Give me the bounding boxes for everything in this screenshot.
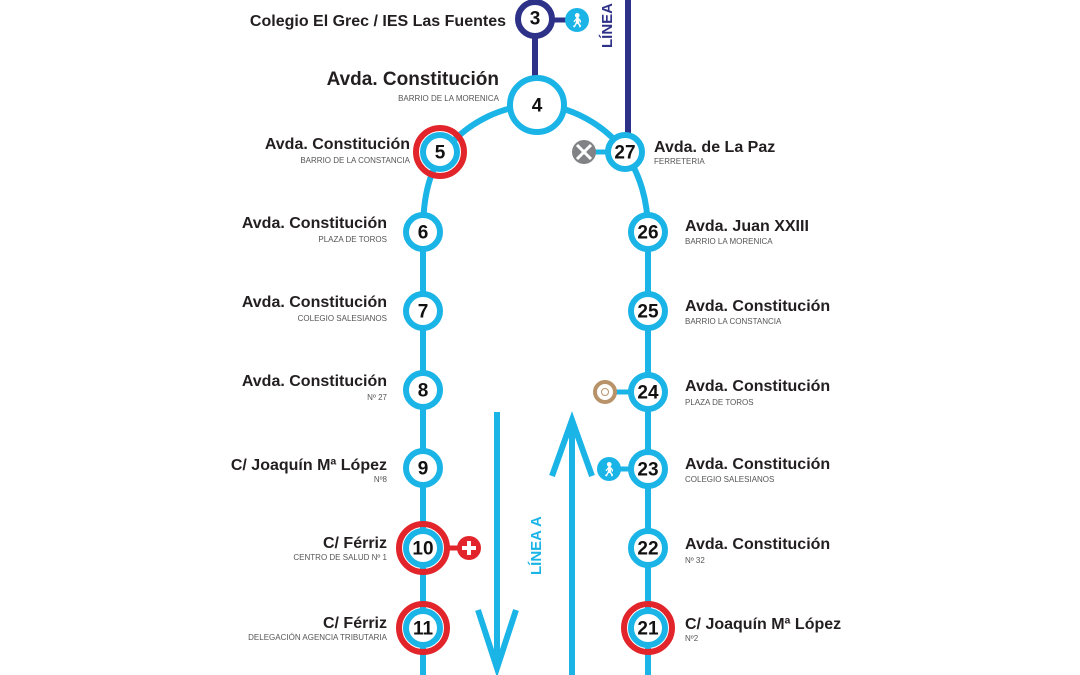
stop-sub: CENTRO DE SALUD Nº 1	[293, 553, 387, 562]
stop-name: Colegio El Grec / IES Las Fuentes	[250, 13, 506, 30]
stop-number: 25	[637, 302, 659, 323]
stop-7[interactable]: 7 Avda. Constitución COLEGIO SALESIANOS	[242, 291, 443, 331]
stop-name: C/ Joaquín Mª López	[685, 616, 841, 633]
stop-9[interactable]: 9 C/ Joaquín Mª López Nº8	[231, 448, 443, 488]
stop-sub: COLEGIO SALESIANOS	[298, 314, 387, 323]
stop-name: Avda. Constitución	[685, 378, 830, 395]
stop-11[interactable]: 11 C/ Férriz DELEGACIÓN AGENCIA TRIBUTAR…	[248, 601, 450, 655]
svg-text:🚶︎: 🚶︎	[600, 461, 618, 477]
stop-name: Avda. Constitución	[265, 136, 410, 153]
stop-sub: FERRETERIA	[654, 157, 705, 166]
stop-sub: PLAZA DE TOROS	[685, 398, 754, 407]
stop-number: 8	[418, 381, 429, 402]
stop-number: 21	[637, 619, 659, 640]
stop-24[interactable]: 24 Avda. Constitución PLAZA DE TOROS	[628, 372, 830, 412]
stop-5[interactable]: 5 Avda. Constitución BARRIO DE LA CONSTA…	[265, 125, 467, 179]
stop-sub: DELEGACIÓN AGENCIA TRIBUTARIA	[248, 633, 388, 642]
stop-4[interactable]: 4 Avda. Constitución BARRIO DE LA MORENI…	[327, 69, 567, 135]
stop-sub: Nº 32	[685, 556, 705, 565]
stop-name: Avda. Juan XXIII	[685, 218, 809, 235]
stop-6[interactable]: 6 Avda. Constitución PLAZA DE TOROS	[242, 212, 443, 252]
svg-text:🚶︎: 🚶︎	[568, 12, 586, 28]
stop-number: 6	[418, 223, 429, 244]
stop-number: 27	[614, 143, 635, 164]
stop-name: C/ Férriz	[323, 615, 387, 632]
health-center-icon	[457, 536, 481, 560]
line-a-label: LÍNEA A	[528, 516, 545, 575]
stop-name: Avda. de La Paz	[654, 139, 775, 156]
stop-8[interactable]: 8 Avda. Constitución Nº 27	[242, 370, 443, 410]
stop-name: Avda. Constitución	[685, 536, 830, 553]
stop-number: 22	[637, 539, 658, 560]
monument-icon	[593, 380, 617, 404]
stop-23[interactable]: 23 Avda. Constitución COLEGIO SALESIANOS	[628, 449, 830, 489]
stop-sub: Nº2	[685, 634, 699, 643]
stop-sub: PLAZA DE TOROS	[318, 235, 387, 244]
stop-number: 10	[412, 539, 433, 560]
stop-21[interactable]: 21 C/ Joaquín Mª López Nº2	[621, 601, 841, 655]
stop-name: Avda. Constitución	[242, 373, 387, 390]
stop-sub: BARRIO LA CONSTANCIA	[685, 317, 782, 326]
stop-number: 11	[413, 619, 434, 640]
stop-sub: Nº8	[374, 475, 388, 484]
stop-sub: BARRIO LA MORENICA	[685, 237, 773, 246]
stop-number: 26	[637, 223, 658, 244]
stop-name: C/ Joaquín Mª López	[231, 457, 387, 474]
stop-name: Avda. Constitución	[242, 294, 387, 311]
stop-number: 4	[532, 96, 543, 117]
stop-number: 9	[418, 459, 429, 480]
stop-number: 7	[418, 302, 429, 323]
stop-26[interactable]: 26 Avda. Juan XXIII BARRIO LA MORENICA	[628, 212, 809, 252]
stop-name: Avda. Constitución	[242, 215, 387, 232]
stop-number: 3	[530, 9, 541, 30]
stop-sub: BARRIO DE LA MORENICA	[398, 94, 500, 103]
up-arrow	[549, 411, 595, 675]
navy-line-label: LÍNEA	[599, 3, 616, 48]
pedestrian-icon: 🚶︎	[565, 8, 589, 32]
stop-number: 24	[637, 383, 659, 404]
stop-number: 23	[637, 460, 658, 481]
stop-name: Avda. Constitución	[685, 456, 830, 473]
stop-sub: BARRIO DE LA CONSTANCIA	[300, 156, 410, 165]
tools-icon	[572, 140, 596, 164]
stop-name: C/ Férriz	[323, 535, 387, 552]
stop-27[interactable]: 27 Avda. de La Paz FERRETERIA	[605, 132, 775, 172]
stop-name: Avda. Constitución	[685, 298, 830, 315]
stop-number: 5	[435, 143, 446, 164]
stop-sub: COLEGIO SALESIANOS	[685, 475, 774, 484]
stop-name: Avda. Constitución	[327, 69, 499, 90]
pedestrian-icon: 🚶︎	[597, 457, 621, 481]
stop-10[interactable]: 10 C/ Férriz CENTRO DE SALUD Nº 1	[293, 521, 450, 575]
down-arrow	[475, 412, 519, 675]
stop-22[interactable]: 22 Avda. Constitución Nº 32	[628, 528, 830, 568]
stop-3[interactable]: 3 Colegio El Grec / IES Las Fuentes	[250, 0, 555, 39]
stop-25[interactable]: 25 Avda. Constitución BARRIO LA CONSTANC…	[628, 291, 830, 331]
stop-sub: Nº 27	[367, 393, 387, 402]
